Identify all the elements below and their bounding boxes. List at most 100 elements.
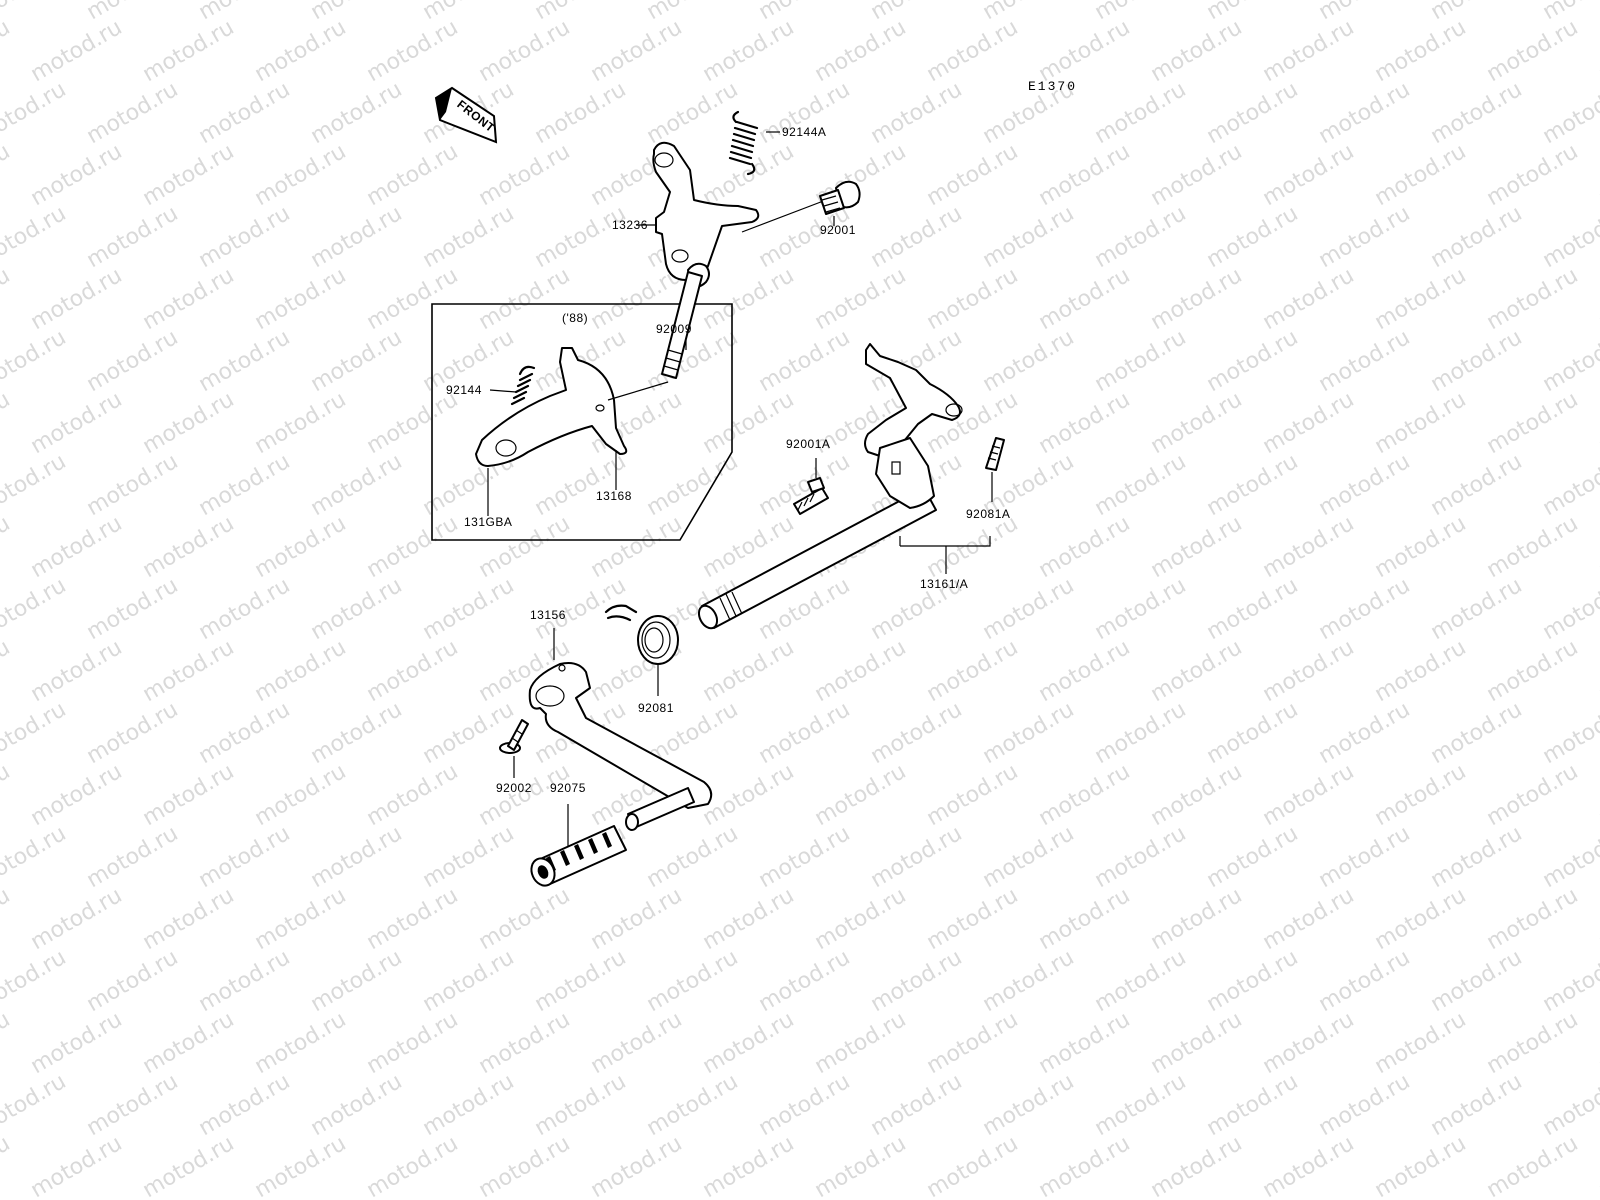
watermark-text: motod.ru (251, 139, 351, 211)
watermark-text: motod.ru (363, 15, 463, 87)
watermark-text: motod.ru (363, 139, 463, 211)
watermark-text: motod.ru (979, 0, 1079, 25)
watermark-text: motod.ru (0, 387, 14, 459)
watermark-text: motod.ru (699, 15, 799, 87)
watermark-text: motod.ru (139, 263, 239, 335)
bolt-92001 (741, 180, 861, 233)
watermark-text: motod.ru (1315, 1069, 1415, 1141)
watermark-text: motod.ru (1147, 883, 1247, 955)
watermark-text: motod.ru (1035, 1007, 1135, 1079)
watermark-text: motod.ru (1259, 759, 1359, 831)
watermark-text: motod.ru (1315, 821, 1415, 893)
watermark-text: motod.ru (27, 1007, 127, 1079)
watermark-text: motod.ru (979, 201, 1079, 273)
watermark-text: motod.ru (195, 821, 295, 893)
watermark-text: motod.ru (1035, 883, 1135, 955)
watermark-text: motod.ru (139, 883, 239, 955)
watermark-text: motod.ru (0, 263, 14, 335)
watermark-text: motod.ru (699, 263, 799, 335)
watermark-text: motod.ru (1483, 139, 1583, 211)
watermark-text: motod.ru (195, 1069, 295, 1141)
callout-92001a: 92001A (786, 437, 830, 451)
watermark-text: motod.ru (83, 821, 183, 893)
watermark-text: motod.ru (307, 1069, 407, 1141)
watermark-text: motod.ru (1371, 1131, 1471, 1200)
watermark-text: motod.ru (1091, 697, 1191, 769)
watermark-text: motod.ru (979, 945, 1079, 1017)
watermark-text: motod.ru (1483, 511, 1583, 583)
watermark-text: motod.ru (363, 635, 463, 707)
watermark-text: motod.ru (0, 635, 14, 707)
watermark-text: motod.ru (0, 1131, 14, 1200)
watermark-text: motod.ru (699, 635, 799, 707)
watermark-text: motod.ru (419, 0, 519, 25)
callout-92081a: 92081A (966, 507, 1010, 521)
watermark-text: motod.ru (0, 883, 14, 955)
watermark-text: motod.ru (1315, 77, 1415, 149)
watermark-text: motod.ru (1595, 883, 1600, 955)
watermark-text: motod.ru (1035, 263, 1135, 335)
watermark-text: motod.ru (811, 635, 911, 707)
pedal-rubber-92075 (530, 804, 627, 887)
watermark-text: motod.ru (419, 697, 519, 769)
watermark-text: motod.ru (27, 511, 127, 583)
watermark-text: motod.ru (1371, 15, 1471, 87)
watermark-text: motod.ru (251, 1007, 351, 1079)
watermark-text: motod.ru (531, 201, 631, 273)
watermark-text: motod.ru (923, 139, 1023, 211)
watermark-text: motod.ru (1595, 263, 1600, 335)
watermark-text: motod.ru (1259, 387, 1359, 459)
watermark-text: motod.ru (139, 139, 239, 211)
watermark-text: motod.ru (1147, 15, 1247, 87)
watermark-text: motod.ru (251, 387, 351, 459)
watermark-text: motod.ru (979, 325, 1079, 397)
watermark-text: motod.ru (1147, 511, 1247, 583)
watermark-text: motod.ru (1315, 945, 1415, 1017)
watermark-text: motod.ru (363, 759, 463, 831)
watermark-text: motod.ru (979, 697, 1079, 769)
watermark-text: motod.ru (307, 821, 407, 893)
watermark-text: motod.ru (811, 759, 911, 831)
bracket-13236 (636, 141, 760, 281)
callout-13236: 13236 (612, 218, 648, 232)
watermark-text: motod.ru (1203, 449, 1303, 521)
watermark-text: motod.ru (1035, 15, 1135, 87)
watermark-text: motod.ru (811, 1007, 911, 1079)
watermark-text: motod.ru (1259, 1131, 1359, 1200)
callout-92081: 92081 (638, 701, 674, 715)
watermark-text: motod.ru (867, 821, 967, 893)
watermark-text: motod.ru (251, 635, 351, 707)
watermark-text: motod.ru (755, 201, 855, 273)
watermark-text: motod.ru (27, 263, 127, 335)
watermark-text: motod.ru (307, 201, 407, 273)
watermark-text: motod.ru (923, 759, 1023, 831)
watermark-text: motod.ru (195, 449, 295, 521)
watermark-text: motod.ru (475, 1007, 575, 1079)
watermark-text: motod.ru (1427, 573, 1527, 645)
watermark-text: motod.ru (1595, 759, 1600, 831)
watermark-text: motod.ru (923, 15, 1023, 87)
watermark-text: motod.ru (419, 201, 519, 273)
watermark-text: motod.ru (1315, 0, 1415, 25)
watermark-text: motod.ru (307, 697, 407, 769)
watermark-text: motod.ru (923, 635, 1023, 707)
watermark-text: motod.ru (1371, 883, 1471, 955)
watermark-text: motod.ru (1371, 635, 1471, 707)
watermark-text: motod.ru (27, 387, 127, 459)
callout-92144: 92144 (446, 383, 482, 397)
watermark-text: motod.ru (1427, 77, 1527, 149)
watermark-text: motod.ru (307, 945, 407, 1017)
watermark-text: motod.ru (363, 1131, 463, 1200)
watermark-text: motod.ru (1259, 883, 1359, 955)
watermark-text: motod.ru (251, 883, 351, 955)
watermark-text: motod.ru (1427, 697, 1527, 769)
watermark-text: motod.ru (307, 573, 407, 645)
spring-92144a (728, 110, 780, 176)
bolt-92002 (499, 719, 529, 778)
watermark-text: motod.ru (531, 77, 631, 149)
watermark-text: motod.ru (0, 77, 70, 149)
watermark-text: motod.ru (83, 1069, 183, 1141)
watermark-text: motod.ru (867, 1069, 967, 1141)
watermark-text: motod.ru (1595, 15, 1600, 87)
watermark-text: motod.ru (475, 139, 575, 211)
